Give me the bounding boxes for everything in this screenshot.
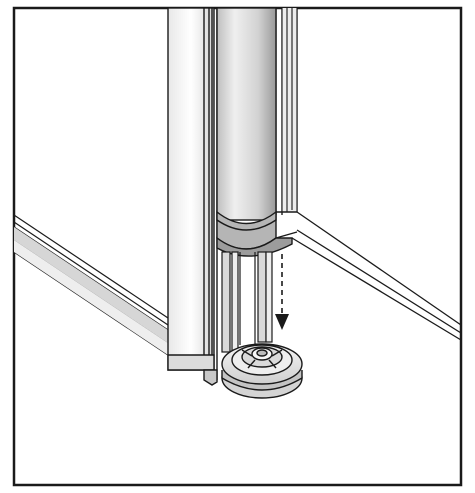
left-rail-shadow — [14, 240, 168, 355]
right-rail-strip — [282, 8, 297, 212]
guide-rods — [221, 251, 273, 353]
left-rail — [14, 227, 168, 343]
down-arrow — [275, 254, 289, 330]
vertical-post — [167, 7, 218, 386]
roller-housing — [216, 7, 298, 257]
bottom-wheel — [221, 343, 303, 399]
